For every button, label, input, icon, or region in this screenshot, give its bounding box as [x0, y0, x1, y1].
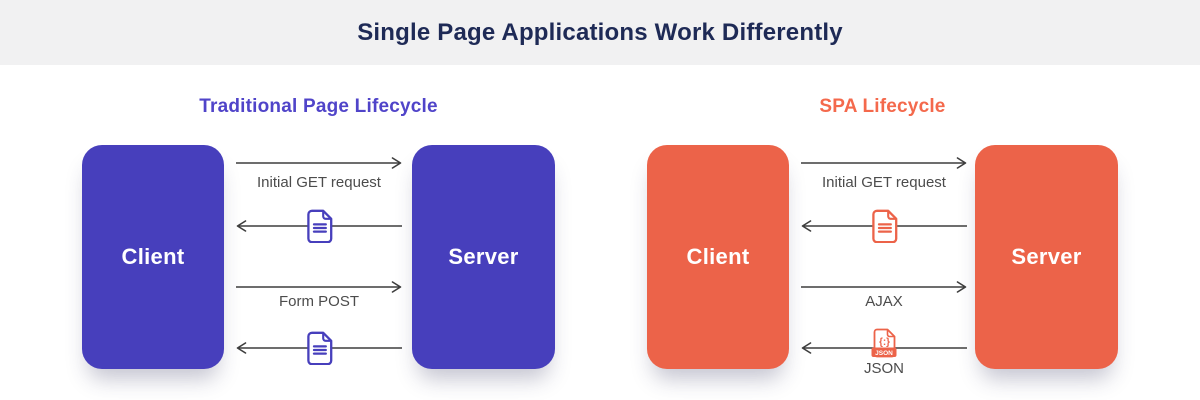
flow-label: AJAX: [865, 293, 903, 310]
server-box-label: Server: [448, 244, 519, 269]
header-band: Single Page Applications Work Differentl…: [0, 0, 1200, 65]
traditional-lifecycle-diagram: Traditional Page Lifecycle Client Server…: [82, 92, 555, 387]
json-badge: JSON: [875, 350, 893, 357]
client-box-label: Client: [121, 244, 185, 269]
spa-lifecycle-diagram: SPA Lifecycle Client Server Initial GET …: [647, 92, 1118, 387]
document-icon: [305, 331, 333, 366]
json-file-icon: {:} JSON: [871, 328, 897, 362]
server-box-label: Server: [1011, 244, 1082, 269]
arrow-right-icon: [236, 157, 402, 169]
page-title: Single Page Applications Work Differentl…: [357, 18, 843, 46]
flow-label: Form POST: [278, 293, 359, 310]
json-label: JSON: [863, 360, 904, 377]
server-box: Server: [975, 145, 1118, 369]
arrow-right-icon: [801, 281, 967, 293]
client-box: Client: [647, 145, 789, 369]
arrow-right-icon: [236, 281, 402, 293]
document-icon: [870, 209, 898, 244]
arrow-right-icon: [801, 157, 967, 169]
client-box-label: Client: [686, 244, 750, 269]
flow-label: Initial GET request: [822, 174, 946, 191]
server-box: Server: [412, 145, 555, 369]
flow-label: Initial GET request: [257, 174, 381, 191]
document-icon: [305, 209, 333, 244]
traditional-diagram-title: Traditional Page Lifecycle: [199, 96, 438, 117]
json-braces: {:}: [879, 337, 890, 348]
client-box: Client: [82, 145, 224, 369]
spa-diagram-title: SPA Lifecycle: [819, 96, 946, 117]
